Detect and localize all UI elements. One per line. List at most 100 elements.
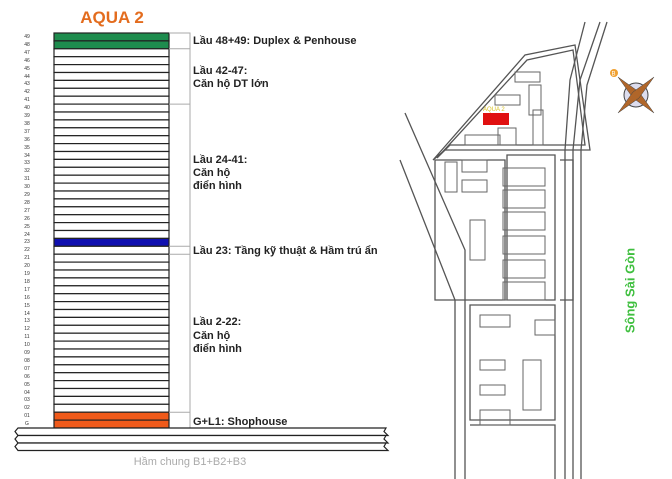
floor-number: 21 <box>24 255 30 262</box>
floor-number: 36 <box>24 136 30 143</box>
floor-number: 38 <box>24 120 30 127</box>
floor-number: 19 <box>24 271 30 277</box>
floor-number: 05 <box>24 381 30 388</box>
floor-25 <box>53 222 170 232</box>
floor-number: 45 <box>24 65 30 72</box>
label-tech: Lầu 23: Tầng kỹ thuật & Hầm trú ẩn <box>193 245 378 257</box>
floor-46 <box>53 56 170 66</box>
floor-06 <box>53 372 170 382</box>
floor-number: 26 <box>24 215 30 222</box>
floor-number: 06 <box>24 373 30 380</box>
floor-43 <box>53 79 170 89</box>
floor-18 <box>53 277 170 287</box>
floor-29 <box>53 190 170 200</box>
floor-47 <box>53 48 170 58</box>
floor-19 <box>53 269 170 279</box>
floor-41 <box>53 95 170 105</box>
floor-number: 29 <box>24 192 30 198</box>
floor-number: 17 <box>24 286 30 293</box>
floor-number: 02 <box>24 405 30 412</box>
floor-22 <box>53 245 170 255</box>
floor-number: 13 <box>24 318 30 325</box>
floor-23 <box>53 237 170 247</box>
floor-number: 10 <box>24 342 30 349</box>
floor-number: 16 <box>24 294 30 301</box>
floor-G <box>53 419 170 429</box>
label-low-1: Lầu 2-22: <box>193 316 242 328</box>
floor-number: 40 <box>24 105 30 112</box>
label-large-1: Lầu 42-47: <box>193 65 248 77</box>
floor-16 <box>53 293 170 303</box>
compass-icon: B <box>610 69 655 114</box>
label-duplex: Lầu 48+49: Duplex & Penhouse <box>193 35 357 47</box>
floor-number: 30 <box>24 184 30 191</box>
floor-03 <box>53 395 170 405</box>
tower-title: AQUA 2 <box>80 8 144 27</box>
floor-26 <box>53 214 170 224</box>
label-low-2: Căn hộ <box>193 330 231 342</box>
site-map: AQUA 2 B <box>399 21 655 479</box>
floor-number: 20 <box>24 263 30 270</box>
floor-12 <box>53 324 170 334</box>
tower-section <box>14 32 390 452</box>
floor-number: 42 <box>24 89 30 96</box>
floor-02 <box>53 403 170 413</box>
floor-14 <box>53 308 170 319</box>
bracket-line <box>169 48 191 105</box>
bracket-line <box>169 253 191 413</box>
floor-number: 46 <box>24 57 30 64</box>
floor-number: 11 <box>24 334 30 341</box>
floor-04 <box>53 387 170 398</box>
floor-number: 08 <box>24 357 30 364</box>
map-building-label: AQUA 2 <box>483 107 505 113</box>
floor-44 <box>53 71 170 82</box>
river-label: Sông Sài Gòn <box>622 247 638 334</box>
floor-number: 33 <box>24 160 30 167</box>
floor-34 <box>53 150 170 161</box>
floor-number: 27 <box>24 207 30 214</box>
floor-number: 28 <box>24 199 30 206</box>
floor-13 <box>53 316 170 326</box>
floor-21 <box>53 253 170 263</box>
floor-number: 04 <box>24 389 30 396</box>
floor-number: 24 <box>24 231 30 238</box>
floor-39 <box>53 111 170 121</box>
floor-38 <box>53 119 170 129</box>
floor-33 <box>53 158 170 168</box>
floor-30 <box>53 182 170 192</box>
floor-28 <box>53 198 170 208</box>
label-mid-2: Căn hộ <box>193 167 231 179</box>
floor-number: 01 <box>24 413 30 420</box>
floor-number: 41 <box>24 97 30 104</box>
basement-level <box>14 427 390 437</box>
floor-number: 44 <box>24 73 30 80</box>
floor-24 <box>53 229 170 240</box>
floor-27 <box>53 206 170 216</box>
floor-20 <box>53 261 170 271</box>
floor-35 <box>53 143 170 153</box>
floor-37 <box>53 127 170 137</box>
floor-number: 32 <box>24 168 30 175</box>
floor-number: 43 <box>24 81 30 88</box>
label-low-3: điển hình <box>193 343 242 355</box>
floor-09 <box>53 348 170 358</box>
floor-number: 18 <box>24 278 30 285</box>
aqua2-highlight <box>483 113 509 125</box>
label-large-2: Căn hộ DT lớn <box>193 78 269 90</box>
floor-49 <box>53 32 170 42</box>
floor-01 <box>53 411 170 421</box>
floor-number: 03 <box>24 397 30 404</box>
floor-number: 09 <box>24 350 30 356</box>
bracket-line <box>169 411 191 428</box>
floor-08 <box>53 356 170 366</box>
basement-level <box>14 434 390 444</box>
floor-number: 49 <box>24 34 30 40</box>
label-shop: G+L1: Shophouse <box>193 416 288 428</box>
floor-number: 48 <box>24 41 30 48</box>
bracket-line <box>169 103 191 247</box>
floor-32 <box>53 166 170 176</box>
floor-10 <box>53 340 170 350</box>
floor-number: 15 <box>24 302 30 309</box>
floor-number: 39 <box>24 113 30 119</box>
